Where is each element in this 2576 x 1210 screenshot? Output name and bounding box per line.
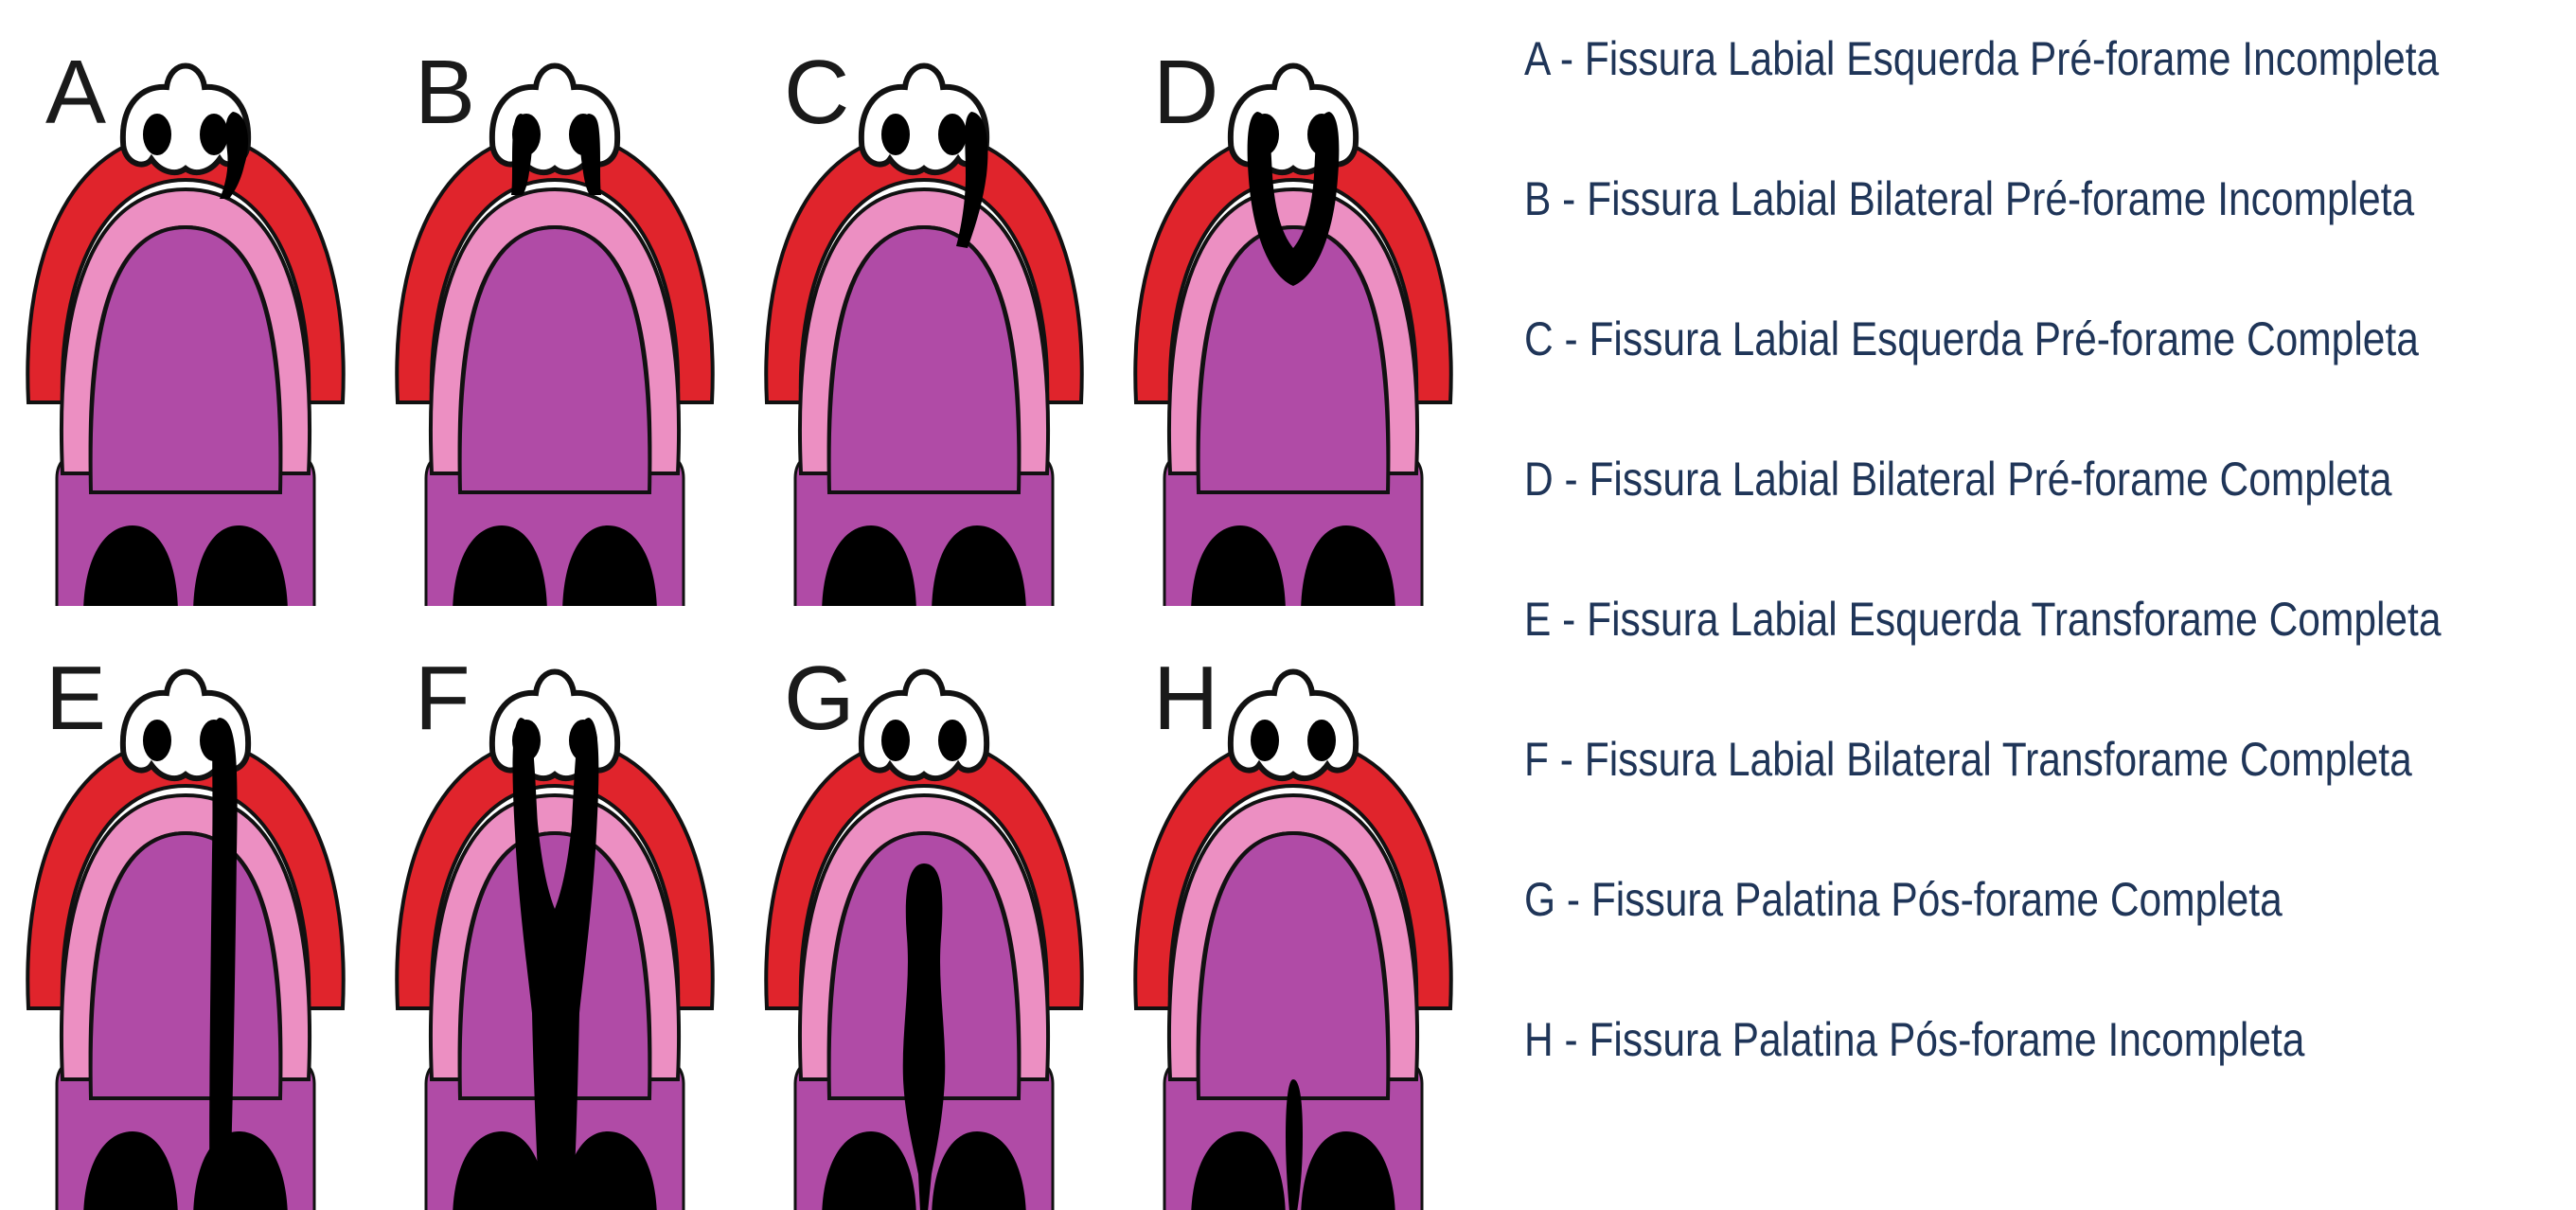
legend-item-h: H - Fissura Palatina Pós-forame Incomple… <box>1524 1014 2304 1066</box>
panel-letter-h: H <box>1153 653 1218 744</box>
legend-separator: - <box>1554 453 1590 506</box>
cleft-panel-c <box>766 66 1081 616</box>
legend-key: A <box>1524 32 1549 85</box>
legend-key: F <box>1524 733 1549 786</box>
legend-separator: - <box>1555 873 1591 926</box>
nostril-left-shape <box>1251 720 1279 761</box>
legend-separator: - <box>1549 32 1585 85</box>
legend-item-c: C - Fissura Labial Esquerda Pré-forame C… <box>1524 313 2419 365</box>
legend-item-e: E - Fissura Labial Esquerda Transforame … <box>1524 594 2442 646</box>
legend-key: D <box>1524 453 1554 506</box>
legend-separator: - <box>1551 172 1587 225</box>
legend-item-g: G - Fissura Palatina Pós-forame Completa <box>1524 874 2283 926</box>
legend-text: Fissura Labial Esquerda Pré-forame Incom… <box>1585 32 2439 85</box>
panel-letter-g: G <box>784 653 855 744</box>
nose-shape <box>1231 672 1356 779</box>
panel-letter-d: D <box>1153 47 1218 138</box>
legend-text: Fissura Labial Bilateral Pré-forame Inco… <box>1587 172 2414 225</box>
panel-letter-c: C <box>784 47 849 138</box>
legend-key: G <box>1524 873 1555 926</box>
cleft-panel-b <box>397 66 712 616</box>
nostril-right-shape <box>200 114 228 155</box>
legend-item-d: D - Fissura Labial Bilateral Pré-forame … <box>1524 454 2391 506</box>
legend-separator: - <box>1554 312 1590 365</box>
legend-text: Fissura Labial Esquerda Transforame Comp… <box>1587 593 2441 646</box>
legend-text: Fissura Labial Esquerda Pré-forame Compl… <box>1589 312 2418 365</box>
nostril-right-shape <box>938 720 967 761</box>
legend-item-f: F - Fissura Labial Bilateral Transforame… <box>1524 734 2412 786</box>
legend-text: Fissura Palatina Pós-forame Completa <box>1591 873 2283 926</box>
cleft-panel-a <box>27 66 343 616</box>
legend-text: Fissura Labial Bilateral Transforame Com… <box>1585 733 2412 786</box>
panel-letter-e: E <box>45 653 106 744</box>
legend-text: Fissura Palatina Pós-forame Incompleta <box>1589 1013 2304 1066</box>
legend-key: E <box>1524 593 1551 646</box>
cleft-panel-d <box>1135 66 1450 616</box>
legend-key: B <box>1524 172 1551 225</box>
nostril-left-shape <box>143 114 171 155</box>
legend-separator: - <box>1549 733 1585 786</box>
cleft-panel-h <box>1135 672 1450 1210</box>
legend-item-a: A - Fissura Labial Esquerda Pré-forame I… <box>1524 33 2439 85</box>
panel-letter-b: B <box>415 47 475 138</box>
legend: A - Fissura Labial Esquerda Pré-forame I… <box>1524 33 2566 1188</box>
panel-letter-a: A <box>45 47 106 138</box>
legend-separator: - <box>1554 1013 1590 1066</box>
legend-key: H <box>1524 1013 1554 1066</box>
legend-separator: - <box>1551 593 1587 646</box>
nostril-left-shape <box>143 720 171 761</box>
cleft-panel-g <box>766 672 1081 1210</box>
nostril-left-shape <box>881 114 910 155</box>
nostril-right-shape <box>938 114 967 155</box>
nose-shape <box>862 672 986 779</box>
cleft-diagram-grid: A B C D E F G H <box>0 0 1496 1210</box>
nostril-left-shape <box>881 720 910 761</box>
cleft-panel-e <box>27 672 343 1210</box>
nostril-right-shape <box>1307 720 1336 761</box>
cleft-panel-f <box>397 672 712 1210</box>
legend-text: Fissura Labial Bilateral Pré-forame Comp… <box>1589 453 2391 506</box>
diagram-svg <box>0 0 1496 1210</box>
legend-item-b: B - Fissura Labial Bilateral Pré-forame … <box>1524 173 2414 225</box>
panel-letter-f: F <box>415 653 471 744</box>
legend-key: C <box>1524 312 1554 365</box>
